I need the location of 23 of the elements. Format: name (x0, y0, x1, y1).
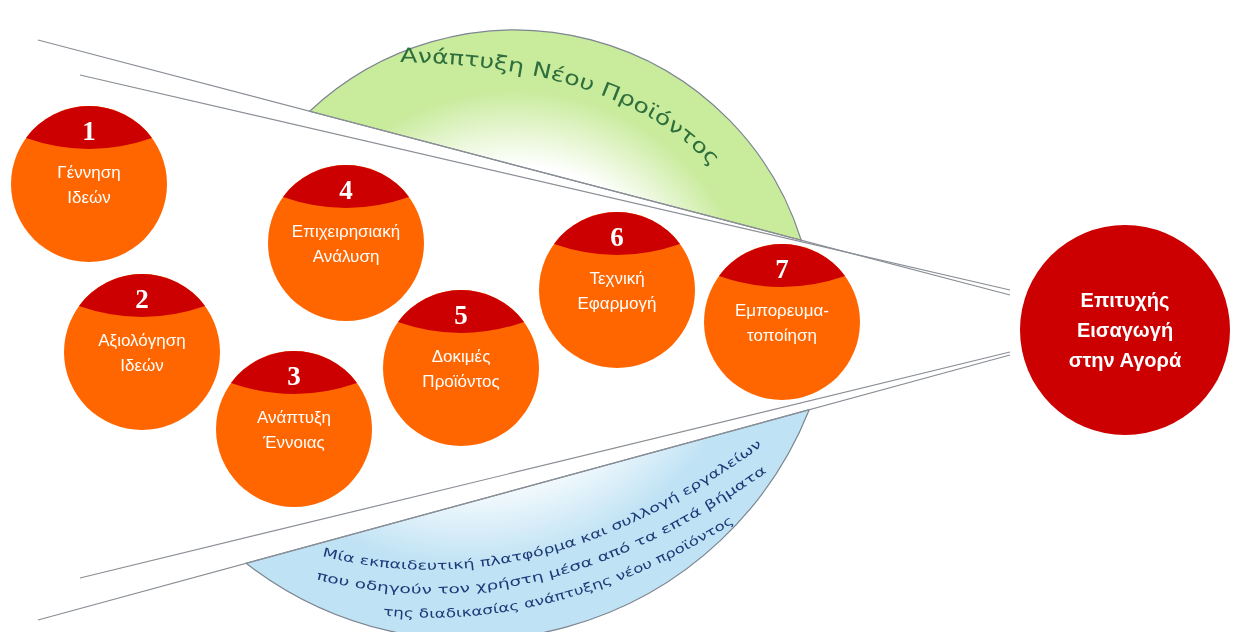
step-number: 4 (338, 175, 354, 205)
step-label: Επιχειρησιακή Ανάλυση (290, 221, 402, 268)
goal-label: Επιτυχής Εισαγωγή στην Αγορά (1067, 288, 1183, 373)
step-number: 3 (286, 361, 302, 391)
step-label: Γέννηση Ιδεών (56, 162, 122, 209)
step-label: Εμπορευμα-τοποίηση (734, 300, 830, 347)
step-number: 2 (134, 284, 150, 314)
step-circle (539, 212, 695, 368)
step-circle (64, 274, 220, 430)
step-number: 5 (453, 300, 469, 330)
step-number: 7 (774, 254, 790, 284)
step-circle (216, 351, 372, 507)
step-label: Δοκιμές Προϊόντος (421, 346, 501, 393)
step-number: 1 (81, 116, 97, 146)
step-circle (383, 290, 539, 446)
step-circle (704, 244, 860, 400)
step-circle (268, 165, 424, 321)
step-circle (11, 106, 167, 262)
step-label: Τεχνική Εφαρμογή (576, 268, 658, 315)
step-number: 6 (609, 222, 625, 252)
step-label: Αξιολόγηση Ιδεών (97, 330, 187, 377)
step-label: Ανάπτυξη Έννοιας (255, 407, 333, 454)
lower-band (245, 409, 810, 632)
